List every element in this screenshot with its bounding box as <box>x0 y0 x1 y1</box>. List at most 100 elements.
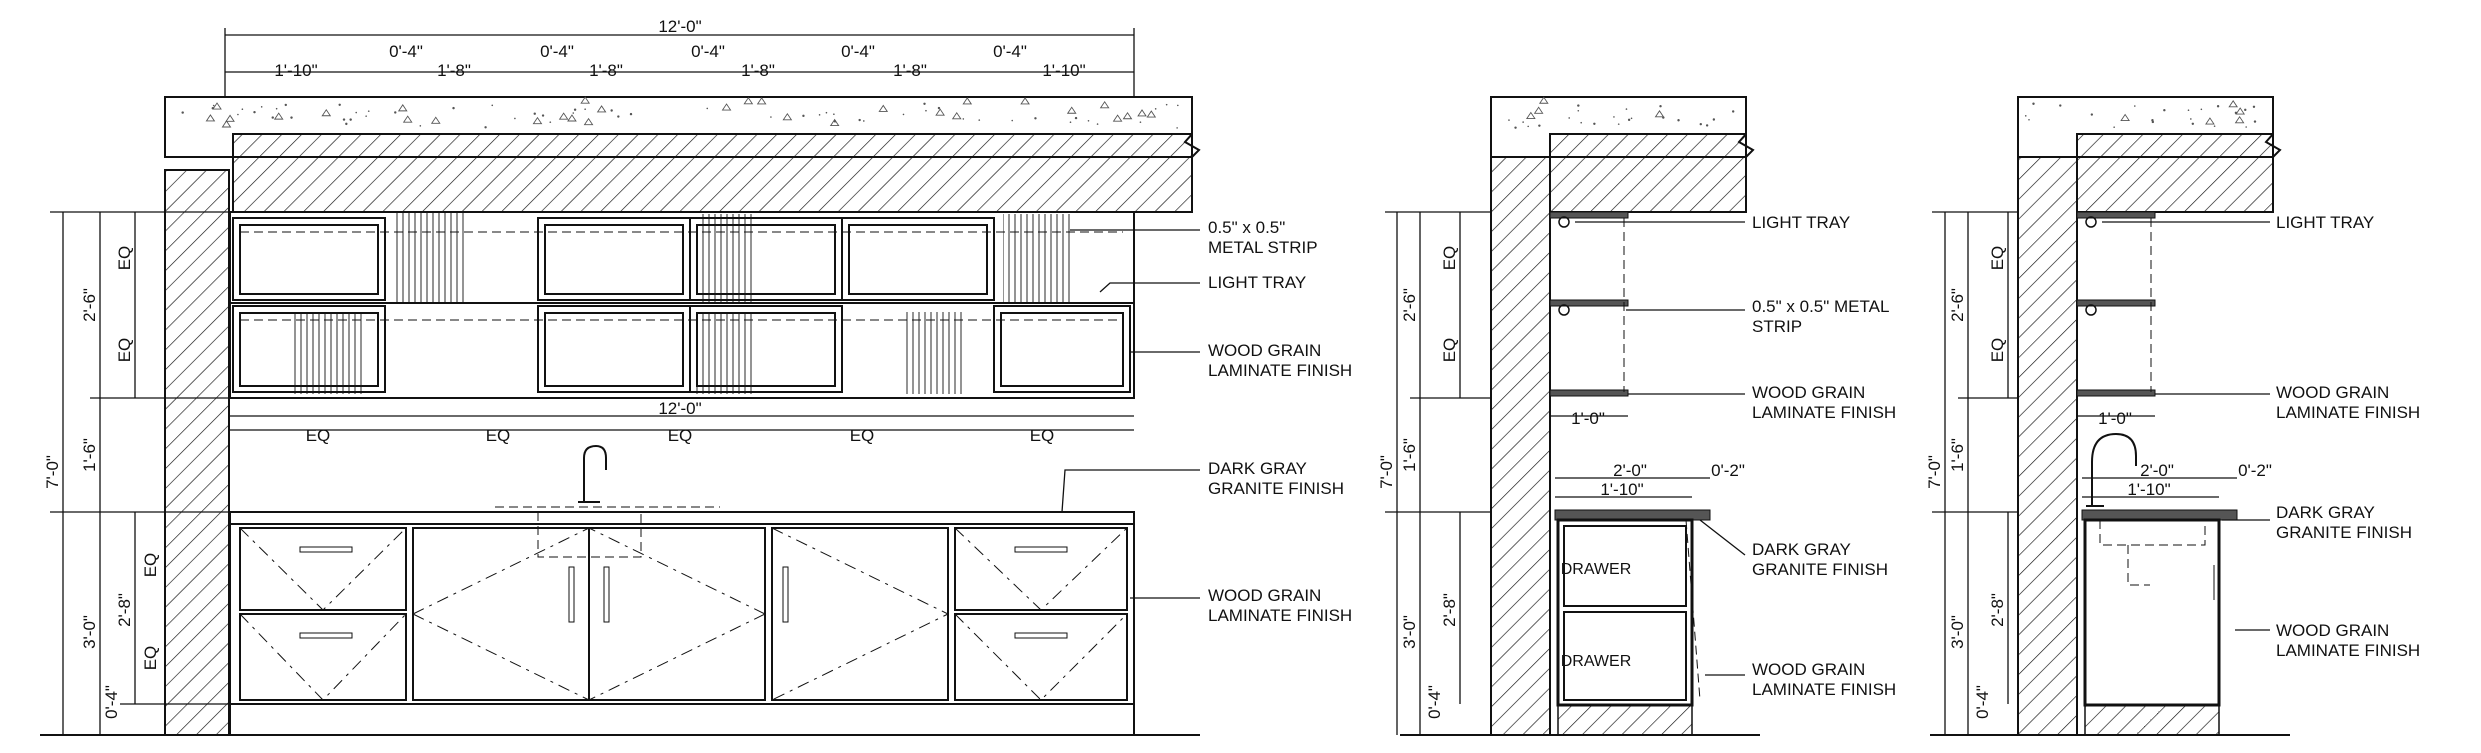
aggregate-speck <box>1538 96 1549 104</box>
aggregate-speck <box>2028 118 2030 121</box>
aggregate-speck <box>181 111 184 114</box>
aggregate-speck <box>2245 126 2247 128</box>
aggregate-speck <box>558 112 569 120</box>
aggregate-speck <box>2235 107 2246 115</box>
inner-height-label: 2'-8" <box>1988 593 2007 627</box>
aggregate-speck <box>1146 110 1157 118</box>
dimension-lines <box>50 28 2237 735</box>
aggregate-speck <box>342 118 346 121</box>
toe-height-label: 0'-4" <box>1973 685 1992 719</box>
segment-dim: 1'-10" <box>274 61 317 80</box>
aggregate-speck <box>1538 124 1541 127</box>
segment-dim: 1'-8" <box>589 61 623 80</box>
aggregate-speck <box>1074 116 1078 120</box>
mid-width-label: 12'-0" <box>658 399 701 418</box>
mid-height-label: 1'-6" <box>80 438 99 472</box>
aggregate-speck <box>275 107 278 110</box>
callout-wood-lower: WOOD GRAIN <box>1208 586 1321 605</box>
aggregate-speck <box>596 105 607 113</box>
aggregate-speck <box>321 108 332 117</box>
aggregate-speck <box>1593 122 1596 125</box>
callout-wood-lower: WOOD GRAIN <box>1752 660 1865 679</box>
eq-label: EQ <box>850 426 875 445</box>
front-elevation <box>40 96 1201 736</box>
aggregate-speck <box>1577 109 1580 112</box>
leader-lines <box>1061 221 2270 676</box>
eq-label: EQ <box>486 426 511 445</box>
aggregate-speck <box>833 113 835 116</box>
aggregate-speck <box>355 111 358 114</box>
overall-width-label: 12'-0" <box>658 17 701 36</box>
counter-depth-label: 2'-0" <box>2140 461 2174 480</box>
aggregate-speck <box>878 104 889 112</box>
aggregate-speck <box>2253 120 2257 123</box>
aggregate-speck <box>419 125 422 127</box>
callout-wood-lower: LAMINATE FINISH <box>1208 606 1352 625</box>
aggregate-speck <box>706 107 709 110</box>
aggregate-speck <box>1508 119 1510 121</box>
light-tray-shelf <box>1549 211 1629 219</box>
segment-dim: 0'-4" <box>691 42 725 61</box>
aggregate-speck <box>610 109 613 112</box>
total-height-label: 7'-0" <box>1377 455 1396 489</box>
upper-height-label: 2'-6" <box>80 288 99 322</box>
aggregate-speck <box>1577 104 1580 107</box>
aggregate-speck <box>338 103 341 106</box>
section-a-labels: 7'-0" 2'-6" 1'-6" 3'-0" EQ EQ 2'-8" 0'-4… <box>1377 213 1896 719</box>
aggregate-speck <box>583 117 594 126</box>
aggregate-speck <box>1617 123 1620 125</box>
metal-slats <box>695 312 755 394</box>
callout-granite: GRANITE FINISH <box>2276 523 2412 542</box>
segment-dim: 1'-8" <box>741 61 775 80</box>
eq-label: EQ <box>668 426 693 445</box>
metal-slats <box>1003 214 1073 302</box>
aggregate-speck <box>532 116 543 125</box>
eq-label: EQ <box>115 246 134 271</box>
eq-label: EQ <box>1440 338 1459 363</box>
aggregate-speck <box>211 106 214 110</box>
eq-label: EQ <box>1440 246 1459 271</box>
callout-granite: GRANITE FINISH <box>1208 479 1344 498</box>
aggregate-speck <box>273 112 284 120</box>
aggregate-speck <box>825 111 828 114</box>
callout-wood-upper: WOOD GRAIN <box>1752 383 1865 402</box>
shelf-depth-label: 1'-0" <box>2098 409 2132 428</box>
aggregate-speck <box>829 118 840 127</box>
aggregate-speck <box>1613 116 1615 118</box>
aggregate-speck <box>549 121 552 123</box>
aggregate-speck <box>572 112 575 114</box>
segment-dim: 0'-4" <box>841 42 875 61</box>
aggregate-speck <box>863 120 865 122</box>
inner-height-label: 2'-8" <box>115 593 134 627</box>
aggregate-speck <box>1526 111 1536 119</box>
shelf-depth-label: 1'-0" <box>1571 409 1605 428</box>
aggregate-speck <box>367 110 370 112</box>
metal-slats <box>905 312 965 394</box>
aggregate-speck <box>430 116 441 124</box>
aggregate-speck <box>2187 109 2190 112</box>
segment-dim: 1'-8" <box>437 61 471 80</box>
aggregate-speck <box>2205 117 2215 125</box>
aggregate-speck <box>1034 117 1037 120</box>
aggregate-speck <box>937 106 941 110</box>
aggregate-speck <box>1087 120 1090 122</box>
cabinet-depth-label: 1'-10" <box>2127 480 2170 499</box>
aggregate-speck <box>1580 121 1582 124</box>
segment-dim: 0'-4" <box>540 42 574 61</box>
aggregate-speck <box>2151 120 2155 124</box>
aggregate-speck <box>923 102 926 105</box>
aggregate-speck <box>271 116 274 119</box>
aggregate-speck <box>1112 114 1123 122</box>
hatched-beam <box>232 133 1193 213</box>
aggregate-speck <box>533 112 536 115</box>
aggregate-speck <box>2024 115 2027 117</box>
callout-granite: DARK GRAY <box>1752 540 1851 559</box>
aggregate-speck <box>2032 102 2035 105</box>
aggregate-speck <box>205 114 216 122</box>
aggregate-speck <box>1527 125 1529 128</box>
aggregate-speck <box>721 103 732 111</box>
callout-wood-upper: WOOD GRAIN <box>1208 341 1321 360</box>
callout-wood-lower: LAMINATE FINISH <box>2276 641 2420 660</box>
aggregate-speck <box>925 109 927 112</box>
aggregate-speck <box>2190 118 2192 120</box>
